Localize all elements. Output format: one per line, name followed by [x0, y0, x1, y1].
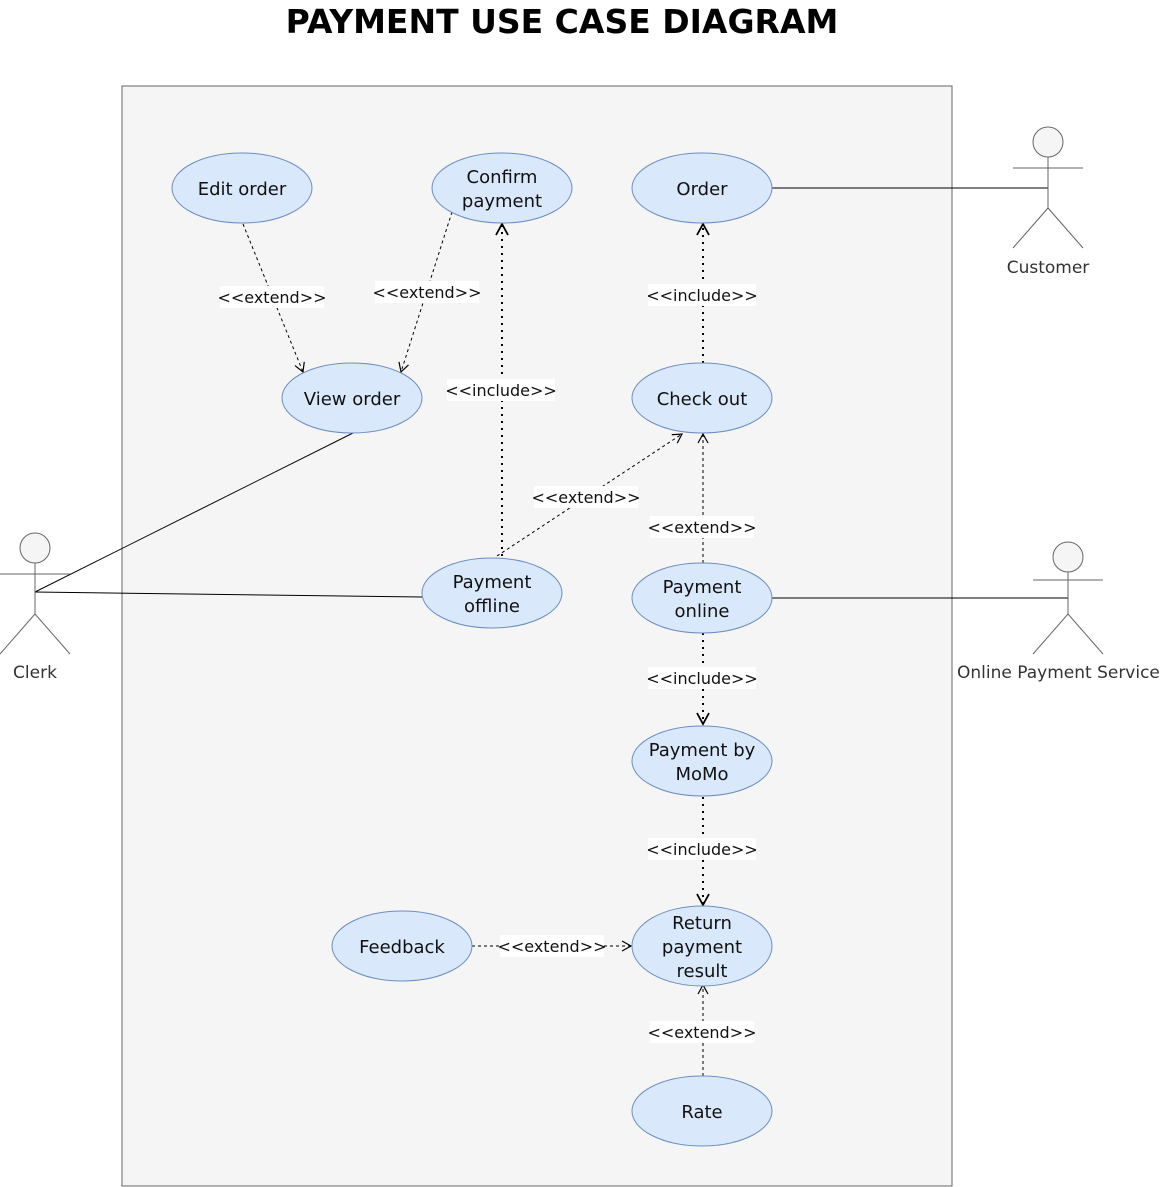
svg-text:<<extend>>: <<extend>>: [647, 1023, 756, 1042]
usecase-return-payment-result[interactable]: Return payment result: [631, 905, 773, 987]
usecase-view-order[interactable]: View order: [281, 362, 423, 434]
actor-customer[interactable]: Customer: [1007, 126, 1090, 278]
label-include-online-momo: <<include>>: [646, 667, 758, 689]
label-extend-rate-return: <<extend>>: [647, 1021, 757, 1043]
svg-text:<<include>>: <<include>>: [646, 669, 758, 688]
svg-text:<<extend>>: <<extend>>: [372, 283, 481, 302]
usecase-order[interactable]: Order: [631, 152, 773, 224]
usecase-payment-offline[interactable]: Payment offline: [421, 557, 563, 629]
svg-text:<<extend>>: <<extend>>: [647, 518, 756, 537]
stick-figure-icon: [1032, 541, 1104, 655]
label-include-momo-return: <<include>>: [646, 838, 758, 860]
association-clerk-view-order: [34, 432, 354, 593]
stick-figure-icon: [1012, 126, 1084, 249]
svg-text:<<extend>>: <<extend>>: [217, 288, 326, 307]
svg-text:offline: offline: [464, 596, 520, 617]
svg-text:<<include>>: <<include>>: [445, 381, 557, 400]
svg-text:Payment: Payment: [663, 577, 742, 598]
actor-clerk[interactable]: Clerk: [0, 532, 71, 683]
usecase-payment-online[interactable]: Payment online: [631, 562, 773, 634]
svg-text:View order: View order: [304, 389, 401, 410]
svg-text:Check out: Check out: [657, 389, 748, 410]
svg-text:Return: Return: [672, 913, 732, 934]
label-extend-feedback-return: <<extend>>: [497, 935, 607, 957]
svg-text:Order: Order: [676, 179, 728, 200]
system-boundary: [121, 85, 953, 1187]
label-extend-edit-view: <<extend>>: [217, 286, 327, 308]
label-extend-offline-checkout: <<extend>>: [531, 486, 641, 508]
svg-text:Feedback: Feedback: [359, 937, 445, 958]
actor-label-customer: Customer: [1007, 258, 1090, 278]
usecase-edit-order[interactable]: Edit order: [171, 152, 313, 224]
label-extend-confirm-view: <<extend>>: [372, 281, 482, 303]
svg-text:MoMo: MoMo: [675, 764, 728, 785]
svg-text:result: result: [677, 961, 728, 982]
usecase-payment-by-momo[interactable]: Payment by MoMo: [631, 725, 773, 797]
svg-text:<<extend>>: <<extend>>: [497, 937, 606, 956]
svg-text:Confirm: Confirm: [467, 167, 538, 188]
svg-text:<<extend>>: <<extend>>: [531, 488, 640, 507]
svg-text:<<include>>: <<include>>: [646, 840, 758, 859]
label-include-offline-confirm: <<include>>: [445, 379, 557, 401]
actor-online-payment-service[interactable]: Online Payment Service: [957, 541, 1160, 683]
usecase-confirm-payment[interactable]: Confirm payment: [431, 152, 573, 224]
extend-confirm-to-view: [398, 211, 453, 374]
association-clerk-payment-offline: [34, 591, 423, 598]
label-include-checkout-order: <<include>>: [646, 284, 758, 306]
usecase-check-out[interactable]: Check out: [631, 362, 773, 434]
svg-text:online: online: [675, 601, 730, 622]
label-extend-online-checkout: <<extend>>: [647, 516, 757, 538]
actor-label-online-payment-service: Online Payment Service: [957, 663, 1160, 683]
usecase-rate[interactable]: Rate: [631, 1075, 773, 1147]
diagram-title: PAYMENT USE CASE DIAGRAM: [286, 2, 839, 41]
svg-text:payment: payment: [662, 937, 742, 958]
svg-text:Rate: Rate: [681, 1102, 722, 1123]
svg-text:Payment: Payment: [453, 572, 532, 593]
actor-label-clerk: Clerk: [13, 663, 57, 683]
svg-text:Payment by: Payment by: [649, 740, 756, 761]
svg-text:payment: payment: [462, 191, 542, 212]
stick-figure-icon: [0, 532, 71, 655]
svg-text:Edit order: Edit order: [198, 179, 287, 200]
svg-text:<<include>>: <<include>>: [646, 286, 758, 305]
usecase-feedback[interactable]: Feedback: [331, 910, 473, 982]
